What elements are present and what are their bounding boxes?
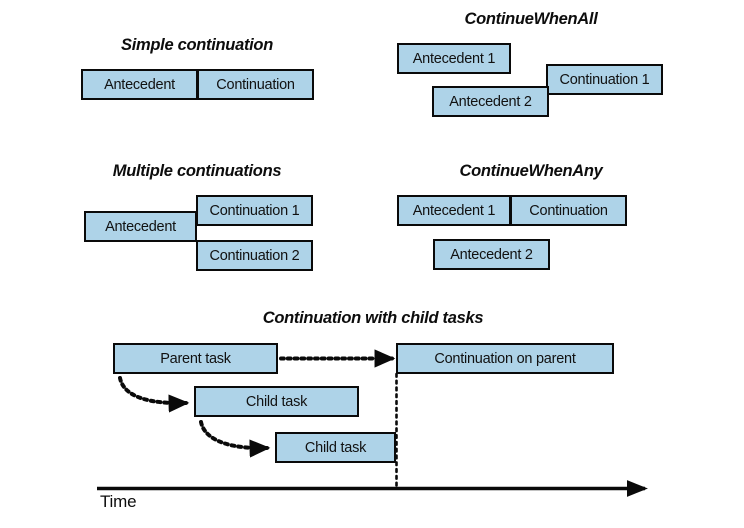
box-simple-antecedent: Antecedent xyxy=(81,69,198,100)
time-axis-label: Time xyxy=(100,492,137,511)
box-simple-continuation: Continuation xyxy=(197,69,314,100)
box-continuation-on-parent: Continuation on parent xyxy=(396,343,614,374)
panel-title-continuation-with-child-tasks: Continuation with child tasks xyxy=(262,309,484,327)
arrow-child-1-to-child-2 xyxy=(199,420,271,458)
panel-title-continue-when-any: ContinueWhenAny xyxy=(459,162,603,180)
box-cwany-continuation: Continuation xyxy=(510,195,627,226)
panel-title-multiple-continuations: Multiple continuations xyxy=(112,162,282,180)
box-cwany-antecedent-1: Antecedent 1 xyxy=(397,195,511,226)
panel-title-continue-when-all: ContinueWhenAll xyxy=(464,10,598,28)
box-cwall-antecedent-1: Antecedent 1 xyxy=(397,43,511,74)
box-multi-continuation-1: Continuation 1 xyxy=(196,195,313,226)
box-parent-task: Parent task xyxy=(113,343,278,374)
box-multi-continuation-2: Continuation 2 xyxy=(196,240,313,271)
box-cwany-antecedent-2: Antecedent 2 xyxy=(433,239,550,270)
box-cwall-antecedent-2: Antecedent 2 xyxy=(432,86,549,117)
panel-title-simple-continuation: Simple continuation xyxy=(121,36,273,54)
box-multi-antecedent: Antecedent xyxy=(84,211,197,242)
box-child-task-2: Child task xyxy=(275,432,396,463)
box-cwall-continuation-1: Continuation 1 xyxy=(546,64,663,95)
arrow-parent-to-child-1 xyxy=(118,376,190,413)
box-child-task-1: Child task xyxy=(194,386,359,417)
